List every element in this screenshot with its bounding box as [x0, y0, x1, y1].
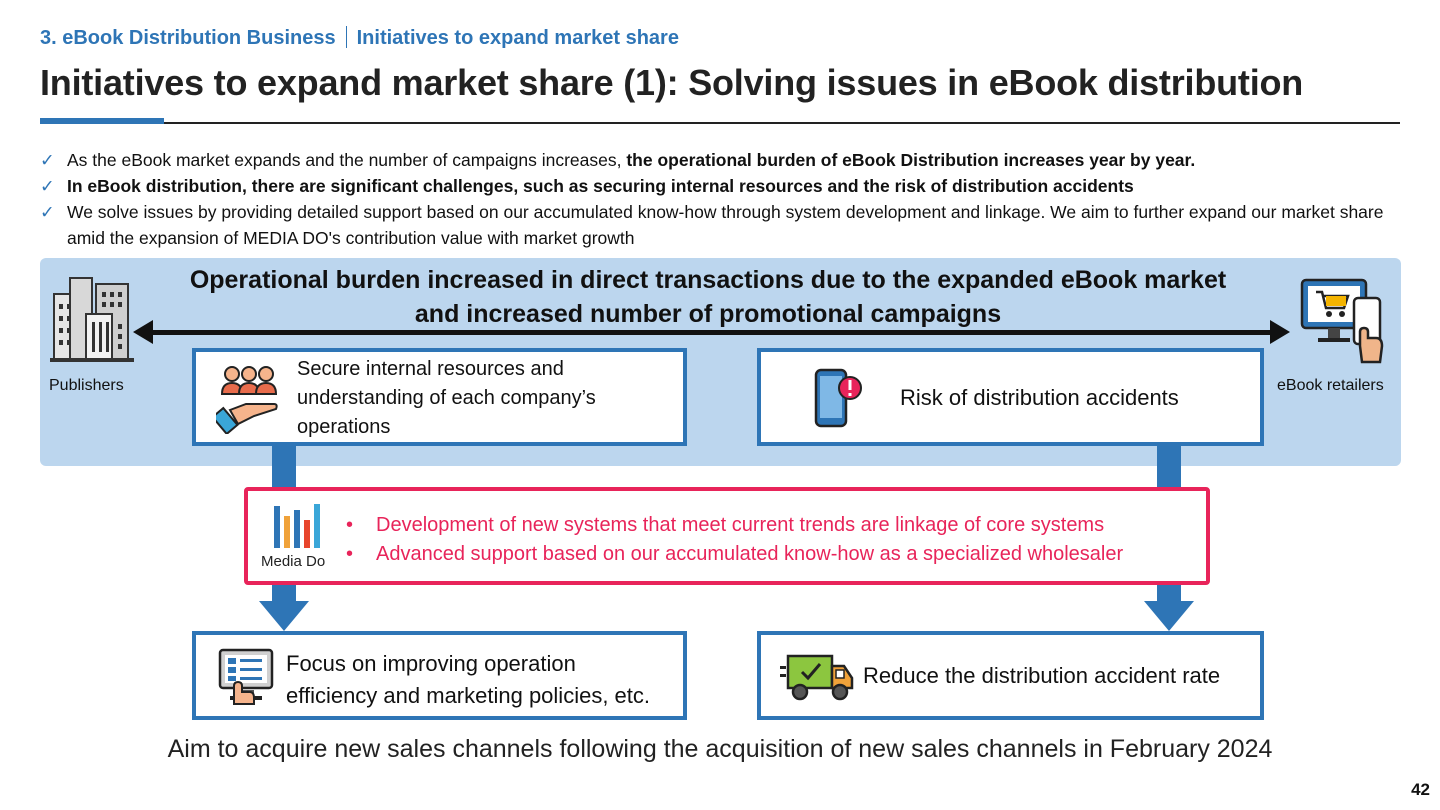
mediado-list: • Development of new systems that meet cu…	[346, 511, 1206, 569]
footer-aim-text: Aim to acquire new sales channels follow…	[167, 735, 1273, 763]
bullet-dot: •	[346, 514, 354, 536]
band-title-line1: Operational burden increased in direct t…	[189, 266, 1227, 294]
page-title: Initiatives to expand market share (1): …	[40, 62, 1304, 103]
mediado-solution-box	[244, 487, 1210, 585]
outcome-efficiency-text: Focus on improving operation efficiency …	[286, 648, 686, 712]
band-title: Operational burden increased in direct t…	[120, 263, 1296, 331]
bullet-text: We solve issues by providing detailed su…	[67, 202, 1384, 248]
title-rule	[40, 122, 1400, 124]
breadcrumb-section: 3. eBook Distribution Business	[40, 27, 336, 49]
title-rule-accent	[40, 118, 164, 124]
issue-resources-text: Secure internal resources and understand…	[297, 358, 596, 438]
double-arrow-line	[146, 330, 1276, 335]
checkmark-icon: ✓	[40, 150, 55, 170]
buildings-icon	[50, 277, 134, 362]
mediado-item-text: Advanced support based on our accumulate…	[376, 543, 1124, 565]
bullet-item: ✓ As the eBook market expands and the nu…	[40, 147, 1420, 173]
outcome-box-efficiency	[192, 631, 687, 720]
bullet-text: As the eBook market expands and the numb…	[67, 150, 627, 170]
phone-alert-icon	[814, 368, 862, 428]
bullet-item: ✓ In eBook distribution, there are signi…	[40, 173, 1420, 199]
arrow-head-left	[133, 320, 153, 344]
bullet-dot: •	[346, 543, 354, 565]
issue-box-accidents	[757, 348, 1264, 446]
bullet-list: ✓ As the eBook market expands and the nu…	[40, 147, 1420, 251]
outcome-efficiency-line2: efficiency and marketing policies, etc.	[286, 683, 650, 708]
breadcrumb-subsection: Initiatives to expand market share	[356, 27, 679, 49]
ebook-retailers-label: eBook retailers	[1277, 377, 1384, 394]
connector-right-head	[1144, 601, 1194, 631]
arrow-head-right	[1270, 320, 1290, 344]
mediado-logo	[274, 504, 320, 548]
bullet-text-bold: the operational burden of eBook Distribu…	[626, 150, 1196, 170]
publishers-label: Publishers	[49, 377, 124, 394]
outcome-efficiency-line1: Focus on improving operation	[286, 651, 576, 676]
connector-left-head	[259, 601, 309, 631]
delivery-truck-icon	[780, 654, 854, 701]
breadcrumb-divider	[345, 26, 347, 48]
bullet-item: ✓ We solve issues by providing detailed …	[40, 199, 1412, 251]
page-number: 42	[1411, 780, 1430, 799]
people-hand-icon	[216, 366, 278, 434]
mediado-list-item: • Advanced support based on our accumulat…	[346, 540, 1206, 569]
band-title-line2: and increased number of promotional camp…	[414, 300, 1002, 328]
issue-box-resources	[192, 348, 687, 446]
checkmark-icon: ✓	[40, 202, 55, 222]
breadcrumb: 3. eBook Distribution Business Initiative…	[40, 26, 679, 50]
bullet-text-bold: In eBook distribution, there are signifi…	[67, 176, 1134, 196]
outcome-accident-rate-text: Reduce the distribution accident rate	[863, 663, 1221, 688]
checkmark-icon: ✓	[40, 176, 55, 196]
mediado-list-item: • Development of new systems that meet cu…	[346, 511, 1206, 540]
mediado-item-text: Development of new systems that meet cur…	[376, 514, 1105, 536]
issue-accidents-text: Risk of distribution accidents	[900, 385, 1179, 410]
online-shop-icon	[1300, 278, 1384, 364]
checklist-monitor-icon	[218, 648, 274, 705]
mediado-logo-text: Media Do	[261, 553, 326, 570]
